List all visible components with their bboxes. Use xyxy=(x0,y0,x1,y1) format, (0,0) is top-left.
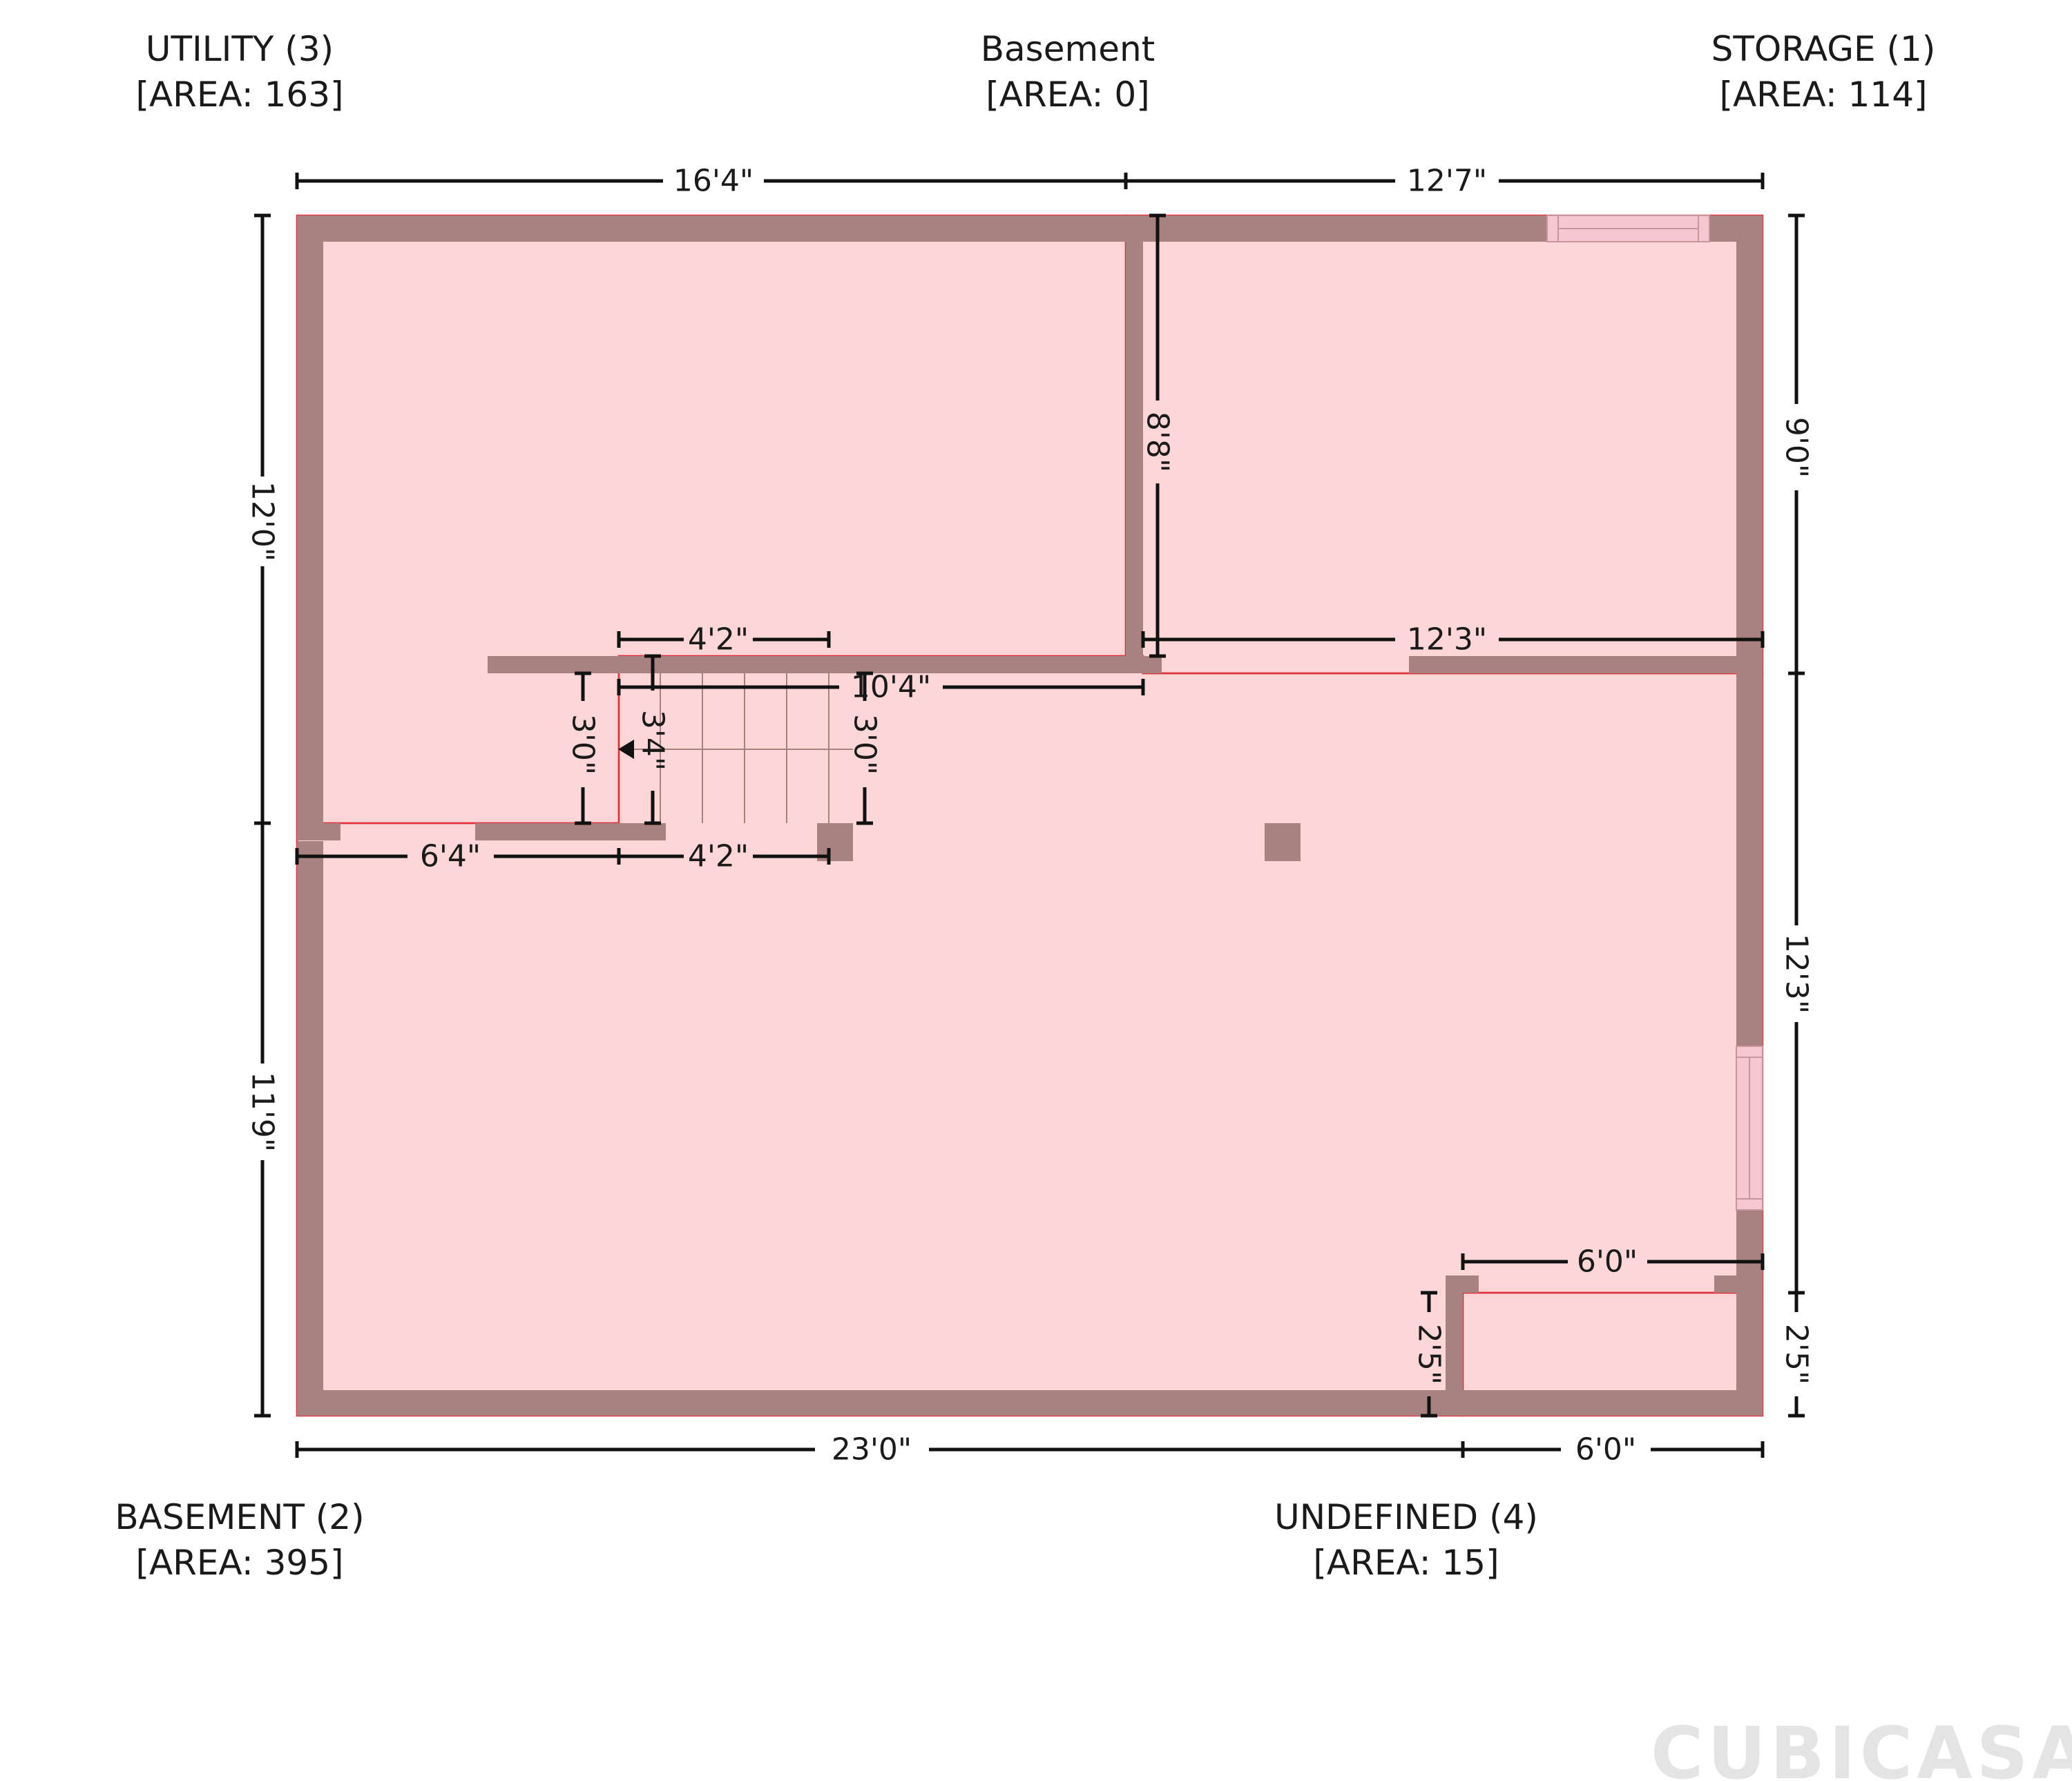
floor-area: [AREA: 0] xyxy=(986,75,1149,115)
undefined-name: UNDEFINED (4) xyxy=(1274,1497,1538,1537)
dim-stair-left: 3'0" xyxy=(566,714,601,775)
utility-area: [AREA: 163] xyxy=(135,75,343,115)
column-center xyxy=(1265,823,1301,861)
dim-undefined-height: 2'5" xyxy=(1412,1324,1447,1385)
undefined-area: [AREA: 15] xyxy=(1313,1543,1499,1583)
wall-undefined-top-a xyxy=(1446,1275,1479,1293)
wall-right-lower xyxy=(1736,1210,1763,1416)
utility-name: UTILITY (3) xyxy=(146,29,334,69)
basement-name: BASEMENT (2) xyxy=(115,1497,364,1537)
dim-stair-inner: 3'4" xyxy=(635,710,671,771)
dim-stair-top: 4'2" xyxy=(688,622,749,657)
dim-stair-right: 3'0" xyxy=(847,714,883,775)
dim-corridor: 10'4" xyxy=(851,670,931,705)
brand-logo: CUBICASA xyxy=(1651,1711,2072,1781)
dim-right-upper: 9'0" xyxy=(1779,417,1814,478)
wall-undefined-left xyxy=(1446,1275,1463,1416)
room-labels: Basement [AREA: 0] UTILITY (3) [AREA: 16… xyxy=(115,29,1935,1583)
dim-storage-width: 12'3" xyxy=(1407,622,1487,657)
dim-undefined-width: 6'0" xyxy=(1577,1244,1638,1280)
wall-utility-bottom-a xyxy=(297,823,340,840)
dim-top-right: 12'7" xyxy=(1407,164,1487,199)
dim-top-left: 16'4" xyxy=(673,164,754,199)
wall-utility-bottom-b xyxy=(475,823,666,840)
wall-stair-top xyxy=(488,656,1126,673)
walls xyxy=(297,215,1763,1416)
wall-storage-bottom-left xyxy=(1126,656,1162,673)
dim-utility-opening: 6'4" xyxy=(420,839,481,874)
dim-left-upper: 12'0" xyxy=(245,481,280,561)
floor-area xyxy=(297,215,1763,1416)
dim-storage-height: 8'8" xyxy=(1140,412,1176,472)
dim-left-lower: 11'9" xyxy=(245,1072,280,1152)
windows xyxy=(1546,215,1763,1211)
wall-left-upper xyxy=(297,215,323,823)
dimension-labels: 16'4" 12'7" 12'0" 11'9" 9'0" 12'3" 2'5" … xyxy=(245,164,1814,1467)
storage-area: [AREA: 114] xyxy=(1719,75,1927,115)
wall-storage-bottom-right xyxy=(1409,656,1763,673)
floor-name: Basement xyxy=(981,29,1155,69)
wall-undefined-top-b xyxy=(1714,1275,1763,1293)
dim-right-middle: 12'3" xyxy=(1779,934,1814,1014)
stairs xyxy=(625,673,853,823)
dim-stair-bottom: 4'2" xyxy=(688,839,749,874)
wall-storage-left xyxy=(1126,215,1143,673)
dim-bottom-right: 6'0" xyxy=(1575,1432,1636,1467)
wall-right-upper xyxy=(1736,215,1763,1046)
stair-arrow-icon xyxy=(618,740,634,759)
dim-right-lower: 2'5" xyxy=(1779,1324,1814,1385)
wall-top xyxy=(297,215,1547,242)
dimension-lines xyxy=(254,173,1805,1458)
dim-bottom-left: 23'0" xyxy=(832,1432,912,1467)
storage-name: STORAGE (1) xyxy=(1711,29,1936,69)
wall-bottom xyxy=(297,1390,1763,1416)
basement-area: [AREA: 395] xyxy=(135,1543,343,1583)
wall-left-lower xyxy=(297,841,323,1416)
